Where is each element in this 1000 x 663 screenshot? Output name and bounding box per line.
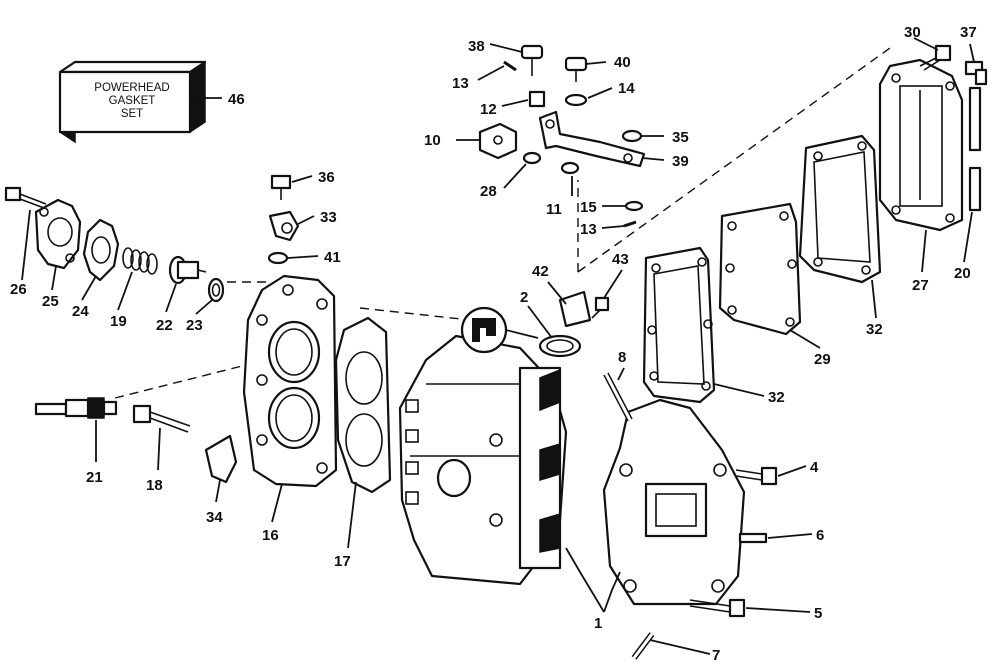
callout-26: 26 (10, 281, 27, 298)
callout-4: 4 (810, 459, 819, 476)
nut-12 (528, 90, 546, 108)
callout-46: 46 (228, 91, 245, 108)
fitting-37 (964, 60, 988, 86)
callout-8: 8 (618, 349, 626, 366)
screw-36 (270, 174, 292, 200)
callout-18: 18 (146, 477, 163, 494)
callout-numbers: 38 13 12 10 28 11 40 14 35 39 15 13 36 3… (10, 24, 977, 663)
pin-13-lower (623, 220, 637, 228)
screw-40 (564, 56, 588, 82)
dowel-pin-7 (631, 632, 655, 660)
callout-13-lower: 13 (580, 221, 597, 238)
callout-27: 27 (912, 277, 929, 294)
thermostat-gasket (82, 218, 120, 282)
callout-41: 41 (324, 249, 341, 266)
head-gasket (334, 316, 392, 494)
exhaust-gasket-32-upper (798, 134, 882, 284)
callout-11: 11 (546, 201, 562, 218)
thermostat-spring (122, 247, 158, 275)
callout-13-top: 13 (452, 75, 469, 92)
exhaust-gasket-32-lower (642, 246, 716, 404)
pin-13-top (503, 60, 517, 72)
block-10 (478, 122, 518, 160)
thermostat-cover (34, 198, 82, 270)
callout-43: 43 (612, 251, 629, 268)
callout-35: 35 (672, 129, 689, 146)
seal-ring (538, 334, 582, 358)
callout-28: 28 (480, 183, 497, 200)
tube-20 (968, 86, 982, 212)
callout-20: 20 (954, 265, 971, 282)
head-bolt (132, 404, 191, 433)
bolt-5 (689, 598, 746, 618)
washer-35 (621, 129, 643, 143)
callout-42: 42 (532, 263, 549, 280)
callout-33: 33 (320, 209, 337, 226)
cylinder-head (242, 274, 338, 488)
callout-36: 36 (318, 169, 335, 186)
wire-clip (204, 434, 238, 484)
washer-15 (624, 200, 644, 212)
thermostat-seal (207, 277, 225, 303)
callout-23: 23 (186, 317, 203, 334)
callout-32-upper: 32 (866, 321, 883, 338)
bracket-42 (558, 290, 592, 328)
callout-34: 34 (206, 509, 223, 526)
dowel-pin-8 (603, 372, 633, 422)
washer-11 (560, 161, 580, 175)
callout-1: 1 (594, 615, 602, 632)
washer-41 (267, 251, 289, 265)
callout-24: 24 (72, 303, 89, 320)
cover-bolt (4, 186, 47, 209)
callout-17: 17 (334, 553, 351, 570)
callout-32-lower: 32 (768, 389, 785, 406)
leader-lines (21, 37, 975, 655)
washer-28 (522, 151, 542, 165)
spark-plug (34, 397, 118, 419)
callout-29: 29 (814, 351, 831, 368)
callout-5: 5 (814, 605, 822, 622)
callout-2: 2 (520, 289, 528, 306)
screw-43 (591, 296, 610, 319)
callout-16: 16 (262, 527, 279, 544)
bolt-38 (520, 44, 544, 76)
callout-12: 12 (480, 101, 497, 118)
exhaust-cover-27 (878, 58, 964, 232)
bracket-33 (268, 210, 300, 242)
assembly-lines (114, 47, 891, 399)
dowel-pin-6 (738, 532, 768, 544)
callout-40: 40 (614, 54, 631, 71)
callout-39: 39 (672, 153, 689, 170)
link-plate-39 (538, 110, 646, 168)
callout-22: 22 (156, 317, 173, 334)
gasket-set-line-1: POWERHEAD (94, 82, 169, 94)
callout-14: 14 (618, 80, 635, 97)
callout-6: 6 (816, 527, 824, 544)
seal-inset (460, 306, 539, 354)
cylinder-block (398, 334, 568, 586)
callout-15: 15 (580, 199, 597, 216)
callout-21: 21 (86, 469, 103, 486)
callout-7: 7 (712, 647, 720, 663)
callout-10: 10 (424, 132, 441, 149)
gasket-set-line-3: SET (121, 108, 143, 120)
gasket-set-line-2: GASKET (109, 95, 156, 107)
callout-19: 19 (110, 313, 127, 330)
bolt-4 (735, 466, 778, 486)
callout-30: 30 (904, 24, 921, 41)
crankcase-half (602, 398, 746, 606)
callout-37: 37 (960, 24, 977, 41)
callout-25: 25 (42, 293, 59, 310)
washer-14 (564, 93, 588, 107)
thermostat (168, 255, 207, 285)
gasket-set-box: POWERHEAD GASKET SET 46 (58, 60, 245, 144)
bolt-30 (919, 44, 952, 71)
callout-38: 38 (468, 38, 485, 55)
exhaust-plate-29 (718, 202, 802, 336)
